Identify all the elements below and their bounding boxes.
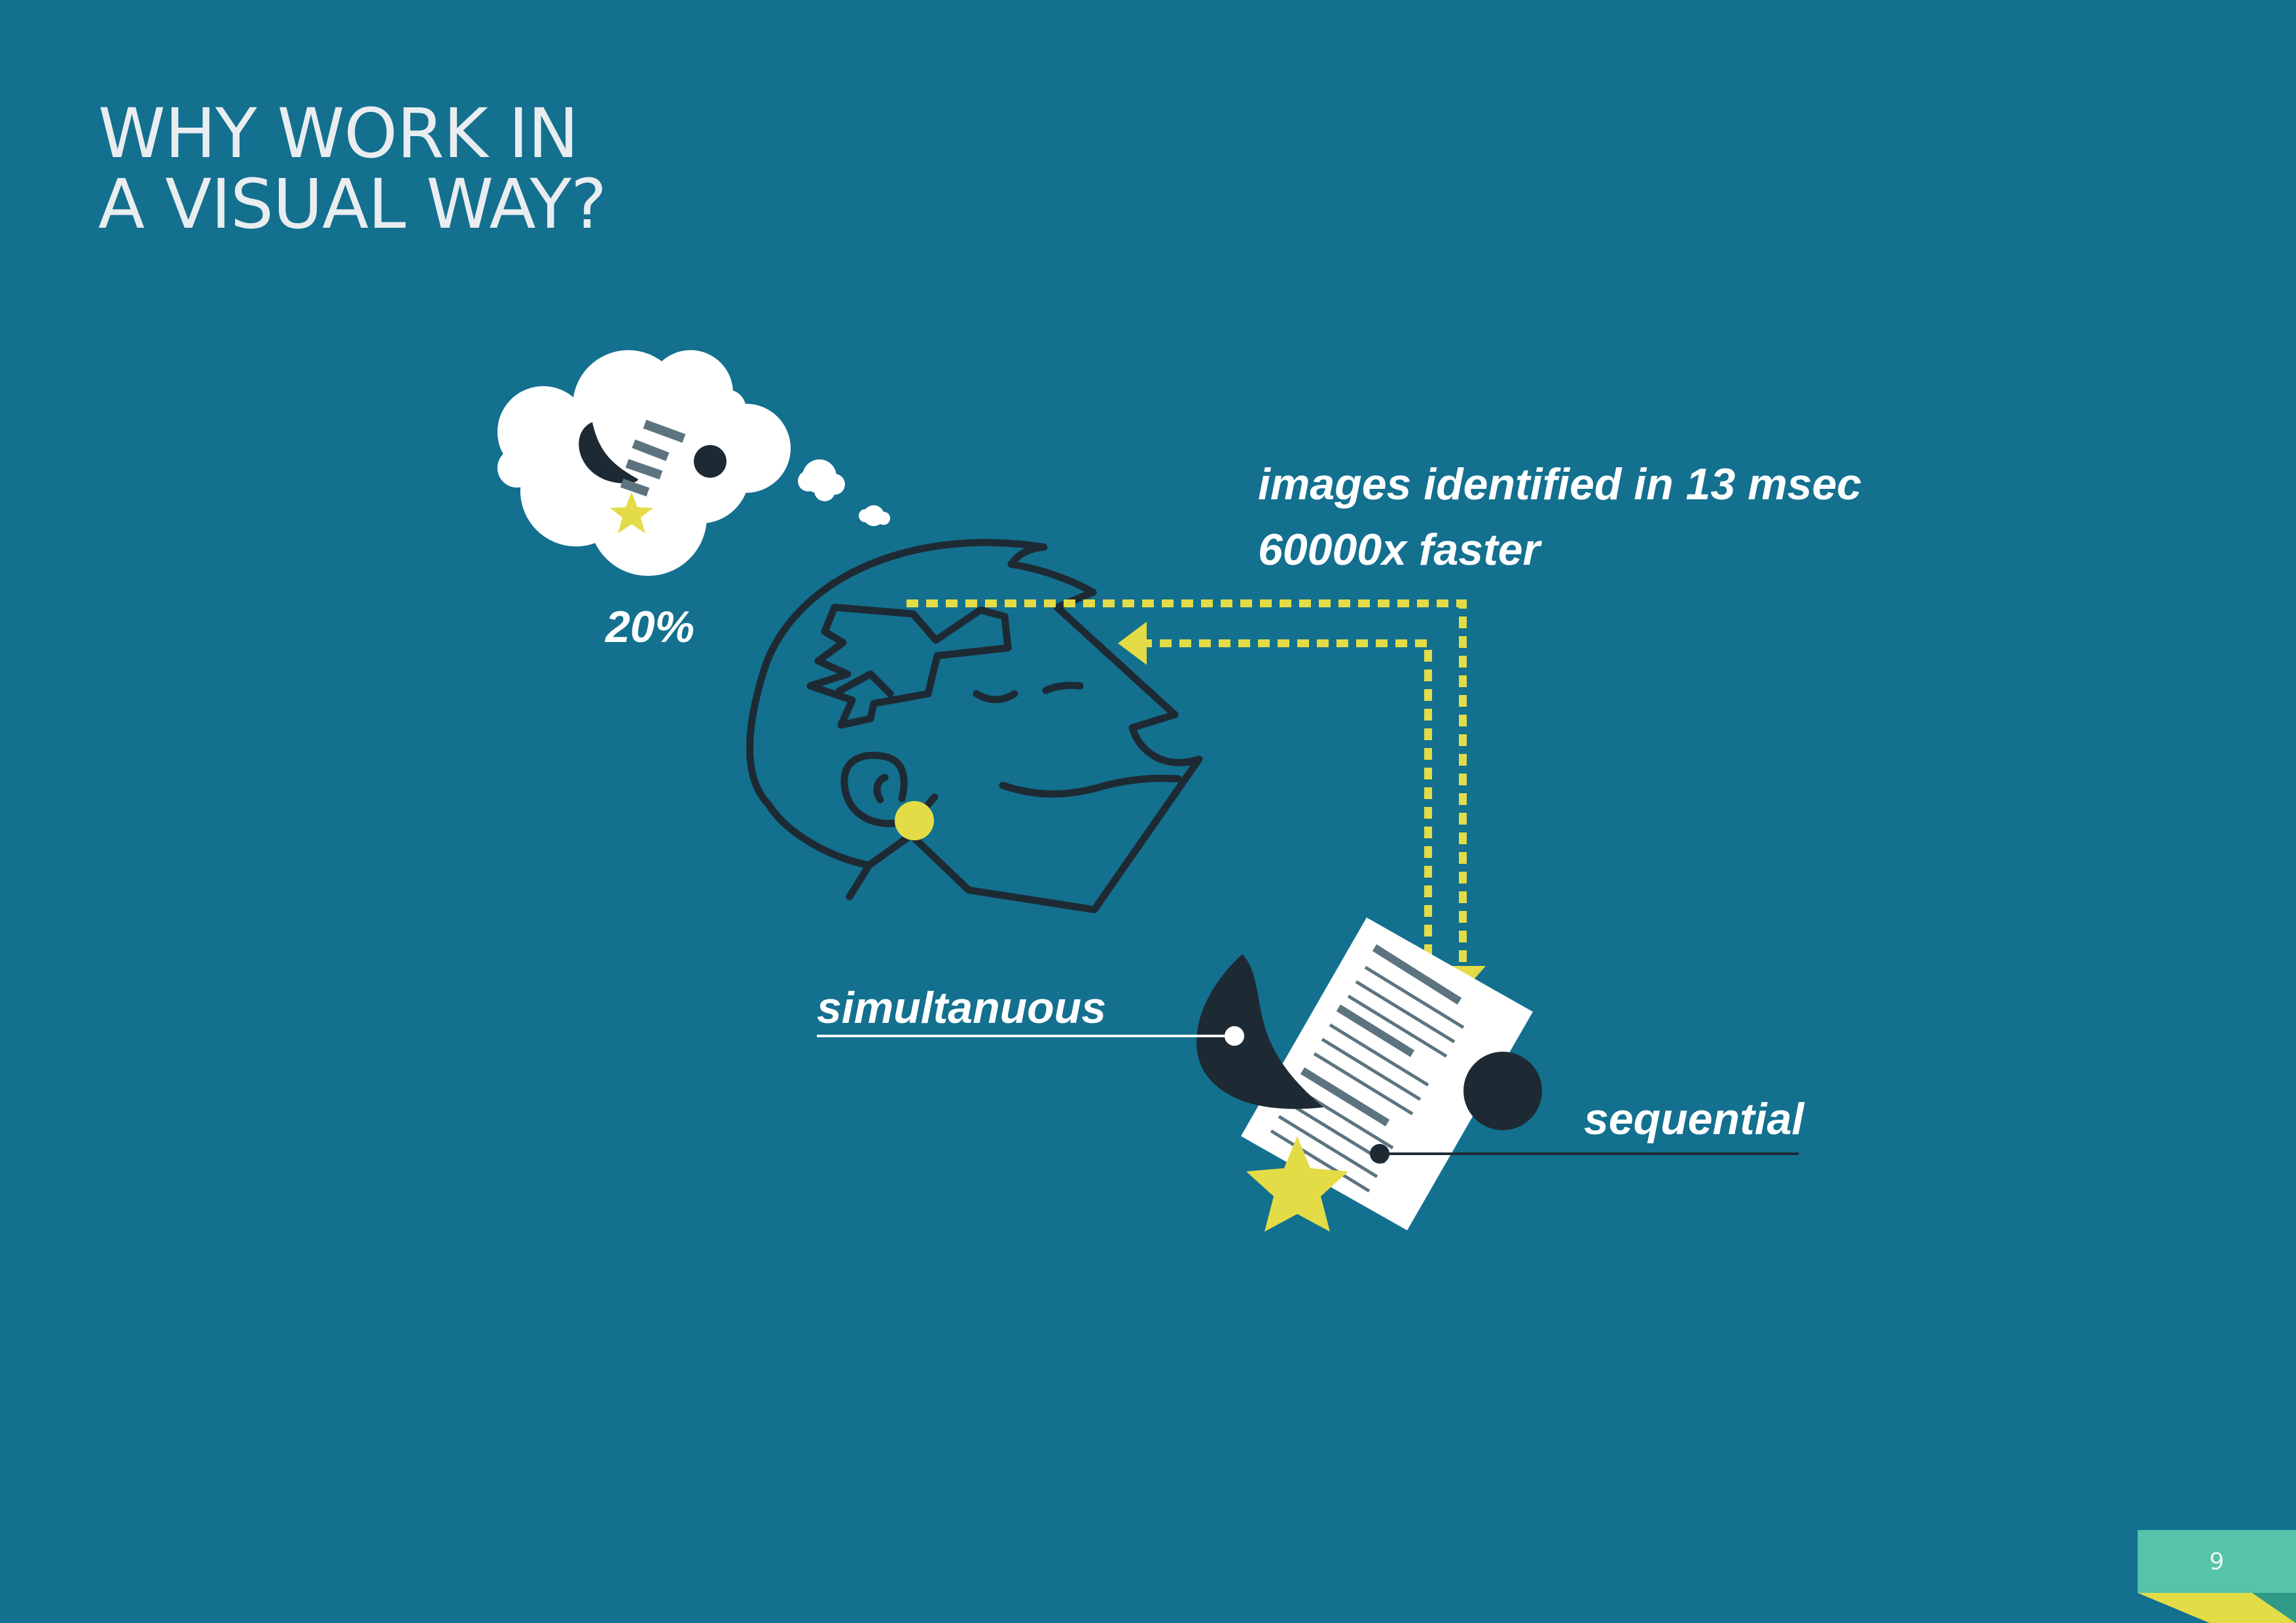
speed-stat-line-1: images identified in 13 msec [1258, 459, 1862, 509]
speed-stats: images identified in 13 msec 60000x fast… [1258, 452, 1861, 582]
simultaneous-label: simultanuous [817, 983, 1107, 1033]
document-bold-lines [1300, 944, 1462, 1127]
thought-cloud [497, 350, 890, 576]
arrow-head-left-icon [1118, 622, 1147, 665]
cloud-text-lines [620, 419, 686, 497]
document-text-lines [1270, 965, 1465, 1193]
cloud-dot [694, 445, 726, 478]
page-number: 9 [2138, 1530, 2296, 1593]
earring-dot [895, 801, 934, 840]
speed-stat-line-2: 60000x faster [1258, 525, 1541, 575]
dashed-arrow-paths [906, 599, 1467, 1103]
cloud-star-icon [610, 492, 653, 533]
page-title: WHY WORK IN A VISUAL WAY? [98, 94, 607, 244]
page-title-line-1: WHY WORK IN [98, 94, 579, 173]
thought-percent-label: 20% [605, 602, 695, 652]
page-title-line-2: A VISUAL WAY? [98, 164, 607, 244]
cloud-leaf-shape [579, 422, 638, 484]
label-leader-lines [817, 1026, 1799, 1164]
thought-bubbles [798, 459, 890, 526]
dark-circle-icon [1463, 1052, 1542, 1130]
leaf-shape-icon [1196, 954, 1323, 1109]
sequential-label: sequential [1584, 1094, 1804, 1144]
head-outline [746, 539, 1203, 914]
document-icon [1241, 918, 1533, 1230]
star-icon [1246, 1136, 1348, 1232]
page-corner-fold [2138, 1593, 2296, 1623]
